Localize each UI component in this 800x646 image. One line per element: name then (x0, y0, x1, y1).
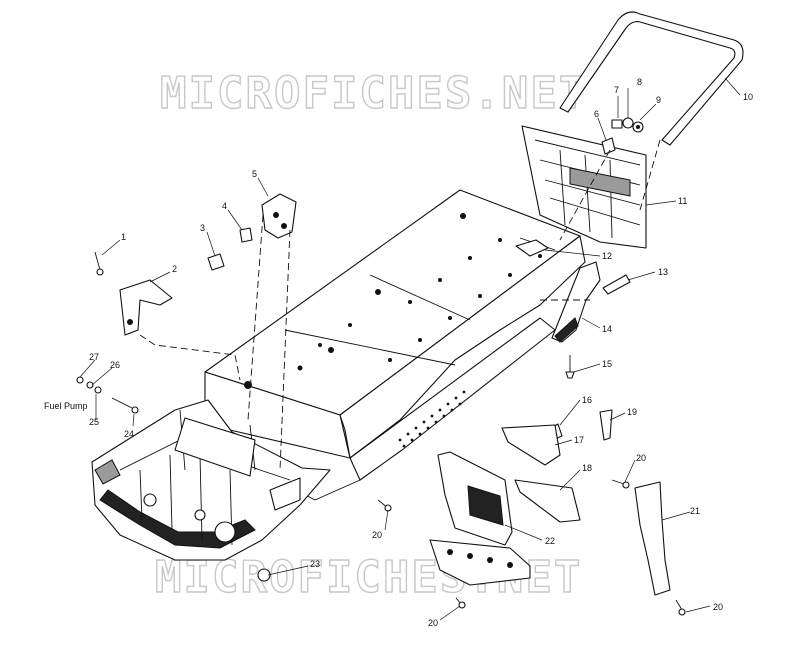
bracket-2 (94, 251, 173, 336)
side-panel-21 (634, 481, 671, 596)
callout-3: 3 (200, 223, 205, 233)
fuel-pump-label: Fuel Pump (44, 401, 88, 411)
bracket-5 (207, 193, 297, 271)
callout-5: 5 (252, 169, 257, 179)
chassis-tunnel (204, 189, 586, 501)
callout-4: 4 (222, 201, 227, 211)
callout-13: 13 (658, 267, 668, 277)
fuel-pump-hardware (76, 376, 139, 414)
callout-6: 6 (594, 109, 599, 119)
callout-20-right: 20 (636, 453, 646, 463)
callout-19: 19 (627, 407, 637, 417)
rear-bracket-14 (551, 261, 631, 379)
callout-20-center: 20 (372, 530, 382, 540)
callout-25: 25 (89, 417, 99, 427)
callout-27: 27 (89, 352, 99, 362)
callout-17: 17 (574, 435, 584, 445)
callout-12: 12 (602, 251, 612, 261)
callout-20-bottom-right: 20 (713, 602, 723, 612)
heat-exchanger-plate-22 (429, 451, 531, 586)
callout-7: 7 (614, 85, 619, 95)
callout-18: 18 (582, 463, 592, 473)
callout-10: 10 (743, 92, 753, 102)
watermark-top: MICROFICHES.NET (160, 68, 587, 119)
callout-22: 22 (545, 536, 555, 546)
callout-24: 24 (124, 429, 134, 439)
callout-16: 16 (582, 395, 592, 405)
assembly-guides (139, 139, 661, 471)
callout-11: 11 (678, 196, 687, 206)
callout-21: 21 (690, 506, 700, 516)
footrest-brackets (501, 409, 613, 523)
callout-2: 2 (172, 264, 177, 274)
flap-hardware (601, 117, 644, 155)
callout-26: 26 (110, 360, 120, 370)
callout-numbers: 1 2 3 4 5 6 7 8 9 10 11 12 13 14 15 16 1… (44, 77, 753, 628)
front-bulkhead (91, 399, 331, 561)
callout-1: 1 (121, 232, 126, 242)
callout-8: 8 (637, 77, 642, 87)
snow-flap (521, 125, 647, 249)
leader-lines (79, 77, 741, 621)
callout-14: 14 (602, 324, 612, 334)
bumper-rail (559, 11, 744, 146)
callout-23: 23 (310, 559, 320, 569)
callout-20-bottom: 20 (428, 618, 438, 628)
callout-15: 15 (602, 359, 612, 369)
callout-9: 9 (656, 95, 661, 105)
